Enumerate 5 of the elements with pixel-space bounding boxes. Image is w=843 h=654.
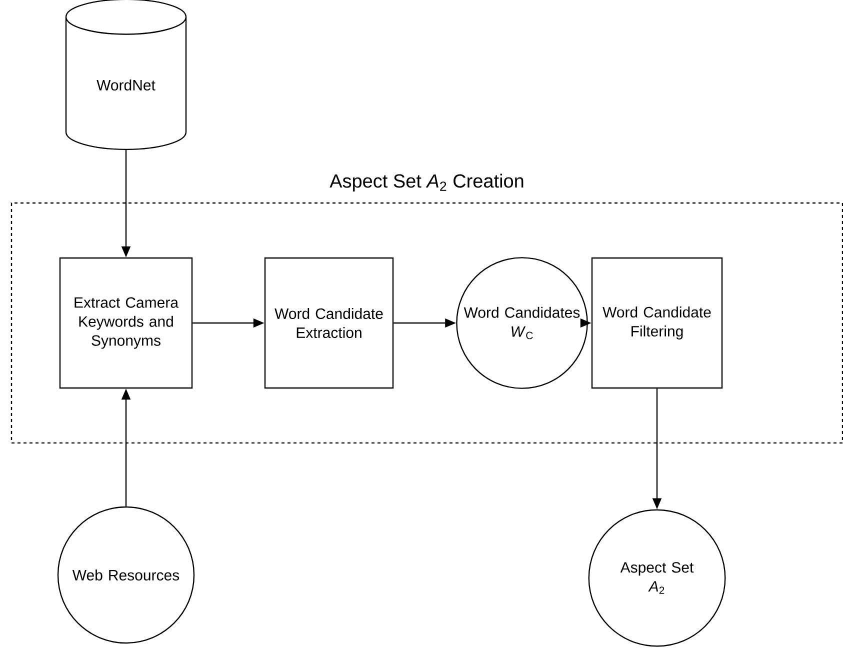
process-box: Word Candidate Filtering (591, 257, 723, 389)
group-title: Aspect Set A$_{2}$ Creation (330, 174, 524, 192)
process-box: Word Candidate Extraction (264, 257, 394, 389)
process-box: Extract Camera Keywords and Synonyms (59, 257, 193, 389)
database-cylinder: WordNet (65, 0, 187, 150)
